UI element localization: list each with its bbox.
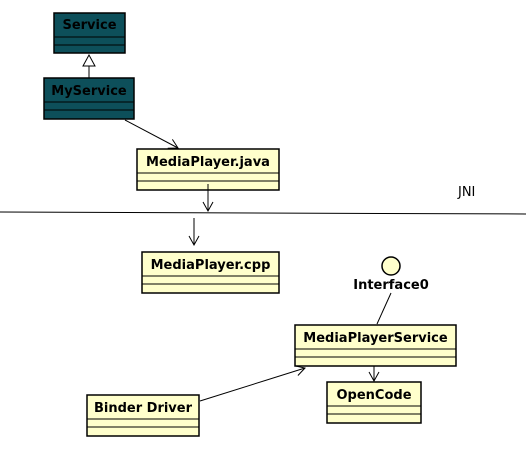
class-binder-driver[interactable]: Binder Driver <box>86 394 200 437</box>
class-mediaplayer-cpp-name: MediaPlayer.cpp <box>151 258 271 273</box>
interface-interface0[interactable]: Interface0 <box>353 256 429 325</box>
jni-boundary-label: JNI <box>457 185 475 200</box>
class-myservice[interactable]: MyService <box>43 77 135 120</box>
class-service[interactable]: Service <box>53 12 126 54</box>
class-mediaplayer-java-name: MediaPlayer.java <box>146 155 270 170</box>
association-binder-service <box>199 365 306 402</box>
generalization-myservice-service <box>82 53 96 78</box>
class-mediaplayerservice-name: MediaPlayerService <box>303 331 448 346</box>
interface-label: Interface0 <box>353 278 429 293</box>
class-myservice-name: MyService <box>51 84 127 99</box>
class-opencode-name: OpenCode <box>336 388 411 403</box>
class-service-name: Service <box>62 18 116 33</box>
class-binder-driver-name: Binder Driver <box>94 401 193 416</box>
class-mediaplayer-cpp[interactable]: MediaPlayer.cpp <box>141 251 280 294</box>
class-mediaplayerservice[interactable]: MediaPlayerService <box>294 324 457 367</box>
jni-boundary-line <box>0 211 526 215</box>
interface-realization-line <box>376 292 392 325</box>
class-mediaplayer-java[interactable]: MediaPlayer.java <box>136 148 280 191</box>
interface-circle-icon <box>381 256 401 276</box>
class-opencode[interactable]: OpenCode <box>326 381 422 424</box>
association-myservice-mediaplayer-java <box>124 119 179 149</box>
